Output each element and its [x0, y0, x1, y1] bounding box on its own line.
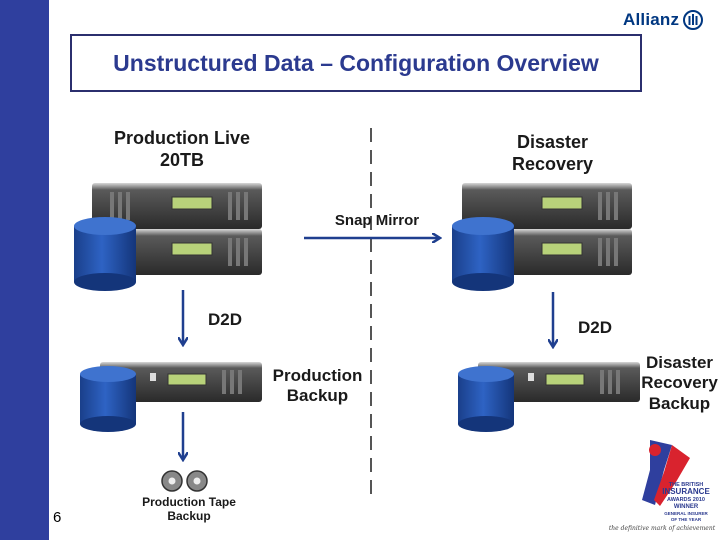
production-live-disk-icon	[74, 217, 136, 291]
title-box: Unstructured Data – Configuration Overvi…	[70, 34, 642, 92]
tape-backup-line1: Production Tape	[142, 495, 236, 509]
d2d-right-label: D2D	[577, 318, 612, 337]
page-number: 6	[53, 509, 62, 526]
dr-backup-line2: Recovery	[641, 373, 718, 393]
award-line2: INSURANCE	[662, 487, 710, 496]
allianz-eagle-icon	[683, 10, 704, 30]
production-backup-storage	[100, 362, 262, 402]
tape-backup-label: Production Tape Backup	[128, 495, 250, 524]
award-line6: OF THE YEAR	[671, 517, 702, 522]
disaster-recovery-disk-icon	[452, 217, 514, 291]
production-live-label: Production Live 20TB	[92, 128, 272, 171]
award-line4: WINNER	[674, 504, 699, 510]
dr-backup-label: Disaster Recovery Backup	[632, 353, 720, 414]
page-title: Unstructured Data – Configuration Overvi…	[113, 49, 599, 76]
dr-backup-line3: Backup	[648, 393, 711, 413]
disaster-recovery-line2: Recovery	[511, 153, 594, 174]
production-backup-line2: Backup	[286, 386, 349, 406]
production-live-storage	[92, 183, 262, 275]
d2d-left-label: D2D	[207, 310, 242, 329]
snap-mirror-label: Snap Mirror	[334, 212, 420, 229]
production-live-title: Production Live	[113, 128, 250, 148]
production-backup-line1: Production	[272, 366, 363, 385]
award-emblem-icon	[642, 440, 690, 506]
dr-backup-line1: Disaster	[645, 353, 714, 372]
award-line3: AWARDS 2010	[667, 497, 705, 503]
tape-backup-line2: Backup	[167, 509, 211, 524]
award-tagline: the definitive mark of achievement	[609, 525, 716, 532]
left-sidebar-bar	[0, 0, 49, 540]
disaster-recovery-line1: Disaster	[516, 132, 589, 152]
brand-name: Allianz	[623, 10, 680, 29]
production-backup-label: Production Backup	[265, 366, 370, 407]
dr-backup-disk-icon	[458, 366, 514, 432]
production-backup-disk-icon	[80, 366, 136, 432]
allianz-logo: Allianz	[623, 10, 704, 30]
disaster-recovery-label: Disaster Recovery	[490, 132, 615, 175]
production-live-size: 20TB	[159, 149, 204, 170]
dr-backup-storage	[478, 362, 640, 402]
tape-reel-icon	[161, 470, 208, 492]
award-line5: GENERAL INSURER	[664, 511, 708, 516]
award-line1: THE BRITISH	[669, 482, 704, 488]
